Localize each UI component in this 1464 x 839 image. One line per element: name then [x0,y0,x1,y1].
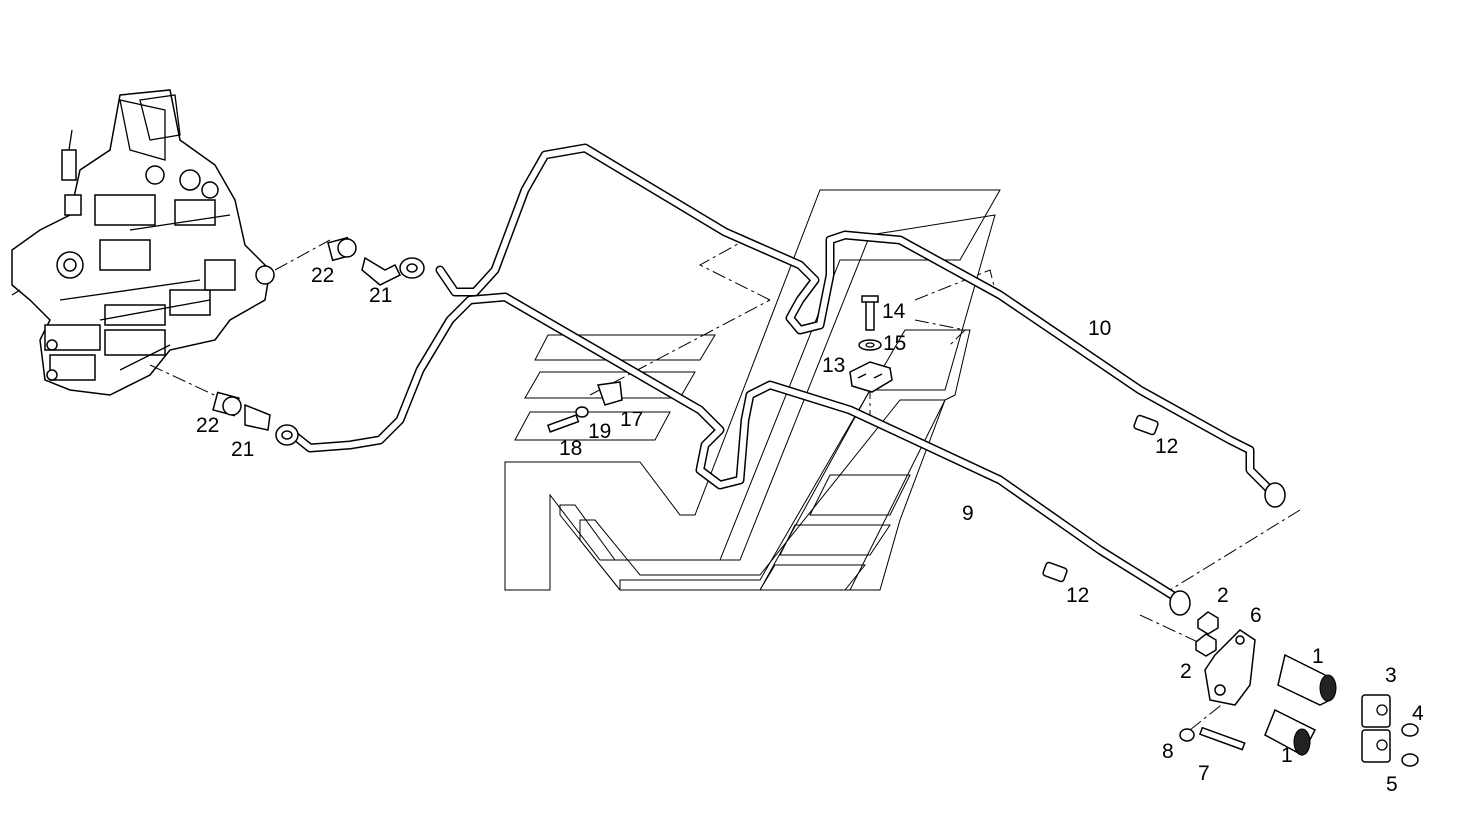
callout-10: 10 [1088,317,1111,340]
callout-13: 13 [822,354,845,377]
sensor-plate-assembly [1179,611,1419,767]
callout-12-lower: 12 [1066,584,1089,607]
pipe-10 [435,143,1286,508]
control-valve-block [11,89,275,396]
watermark-logo [504,189,1001,591]
assembly-leader-lines [149,239,1301,731]
callout-1-upper: 1 [1312,645,1324,668]
callout-21-upper: 21 [369,284,392,307]
callout-2-lower: 2 [1180,660,1192,683]
callout-7: 7 [1198,762,1210,785]
bracket-17-bolt-18 [546,381,623,433]
sleeves-12 [1042,414,1159,583]
callout-18: 18 [559,437,582,460]
callout-15: 15 [883,332,906,355]
callout-8: 8 [1162,740,1174,763]
callout-4: 4 [1412,702,1424,725]
callout-17: 17 [620,408,643,431]
callout-21-lower: 21 [231,438,254,461]
callout-14: 14 [882,300,906,323]
callout-9: 9 [962,502,974,525]
callout-19: 19 [588,420,611,443]
callout-labels: 22 21 22 21 14 15 13 17 19 18 10 12 9 12… [196,264,1424,796]
fittings-21-22 [212,236,425,446]
callout-5: 5 [1386,773,1398,796]
callout-3: 3 [1385,664,1397,687]
callout-22-lower: 22 [196,414,219,437]
callout-1-lower: 1 [1281,744,1293,767]
callout-2-upper: 2 [1217,584,1229,607]
pipe-9 [285,292,1191,616]
clamp-13-bolt-14 [849,295,893,393]
callout-12-upper: 12 [1155,435,1178,458]
callout-22-upper: 22 [311,264,334,287]
callout-6: 6 [1250,604,1262,627]
